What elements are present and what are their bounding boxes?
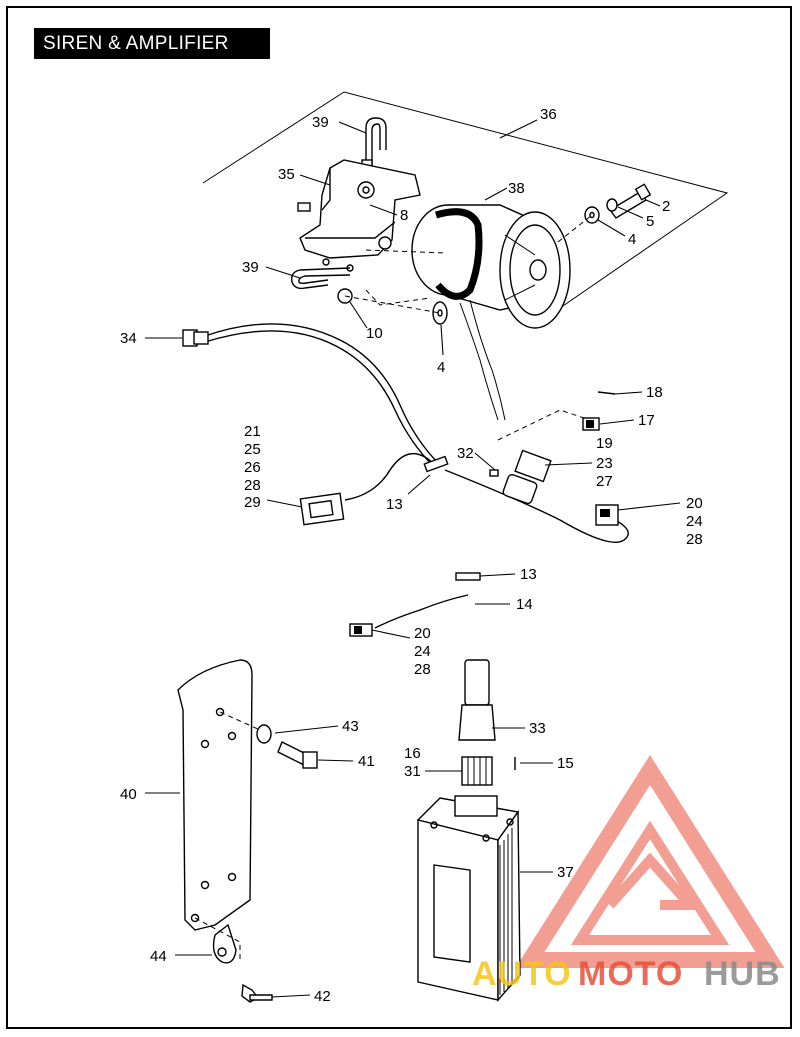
callout-8: 8 (400, 207, 408, 224)
terminal-17 (582, 417, 600, 431)
callouts: 36 39 35 38 8 2 5 4 39 10 4 34 18 17 19 … (120, 106, 703, 1005)
callout-16: 16 (404, 745, 421, 762)
washer-5 (606, 198, 618, 212)
callout-37: 37 (557, 864, 574, 881)
callout-4-upper: 4 (628, 231, 636, 248)
u-bolt-top (361, 117, 387, 169)
callout-24-right: 24 (686, 513, 703, 530)
callout-34: 34 (120, 330, 137, 347)
callout-24-lower: 24 (414, 643, 431, 660)
page-frame (6, 6, 792, 1029)
callout-10: 10 (366, 325, 383, 342)
connector-23 (514, 449, 552, 483)
callout-43: 43 (342, 718, 359, 735)
callout-36: 36 (540, 106, 557, 123)
callout-28-left: 28 (244, 477, 261, 494)
u-bolt-lower (290, 267, 351, 290)
callout-32: 32 (457, 445, 474, 462)
amplifier-unit (416, 795, 521, 1002)
page-title: SIREN & AMPLIFIER (34, 28, 270, 59)
connector-31 (461, 756, 493, 786)
wiring-harness (204, 299, 629, 741)
callout-41: 41 (358, 753, 375, 770)
callout-18: 18 (646, 384, 663, 401)
callout-13-lower: 13 (520, 566, 537, 583)
mounting-plane-outline (202, 91, 729, 309)
plug-32 (489, 469, 538, 505)
callout-26: 26 (244, 459, 261, 476)
callout-38: 38 (508, 180, 525, 197)
callout-23: 23 (596, 455, 613, 472)
wing-screw-42 (241, 983, 273, 1003)
callout-39-lower: 39 (242, 259, 259, 276)
callout-35: 35 (278, 166, 295, 183)
callout-4-lower: 4 (437, 359, 445, 376)
callout-14: 14 (516, 596, 533, 613)
watermark-auto: AUTO (472, 955, 572, 993)
callout-28-right: 28 (686, 531, 703, 548)
watermark-moto: MOTO (578, 955, 683, 993)
callout-21: 21 (244, 423, 261, 440)
washer-43 (256, 724, 272, 744)
washer-4 (584, 206, 600, 224)
callout-27: 27 (596, 473, 613, 490)
washer-4-lower (432, 301, 448, 325)
callout-15: 15 (557, 755, 574, 772)
callout-13-upper: 13 (386, 496, 403, 513)
assembly-lines (344, 214, 593, 441)
watermark-logo (515, 755, 785, 968)
callout-29: 29 (244, 494, 261, 511)
callout-20-right: 20 (686, 495, 703, 512)
assembly-lines-lower (194, 711, 261, 960)
callout-39-top: 39 (312, 114, 329, 131)
watermark-hub: HUB (704, 955, 781, 993)
callout-2: 2 (662, 198, 670, 215)
callout-31: 31 (404, 763, 421, 780)
callout-28-lower: 28 (414, 661, 431, 678)
callout-40: 40 (120, 786, 137, 803)
mounting-plate (177, 659, 253, 931)
callout-44: 44 (150, 948, 167, 965)
callout-19: 19 (596, 435, 613, 452)
connector-20-lower (349, 623, 373, 637)
callout-17: 17 (638, 412, 655, 429)
clamp-44 (212, 923, 237, 964)
connector-20-right (595, 504, 619, 526)
callout-25: 25 (244, 441, 261, 458)
bolt-41 (277, 741, 318, 769)
watermark-text: AUTO MOTO HUB (472, 955, 781, 993)
pin-18 (597, 391, 616, 395)
connector-29 (299, 492, 345, 526)
callout-5: 5 (646, 213, 654, 230)
callout-20-lower: 20 (414, 625, 431, 642)
leader-lines (145, 119, 681, 998)
connector-34 (182, 329, 209, 347)
siren-horn (411, 204, 571, 329)
callout-33: 33 (529, 720, 546, 737)
callout-42: 42 (314, 988, 331, 1005)
